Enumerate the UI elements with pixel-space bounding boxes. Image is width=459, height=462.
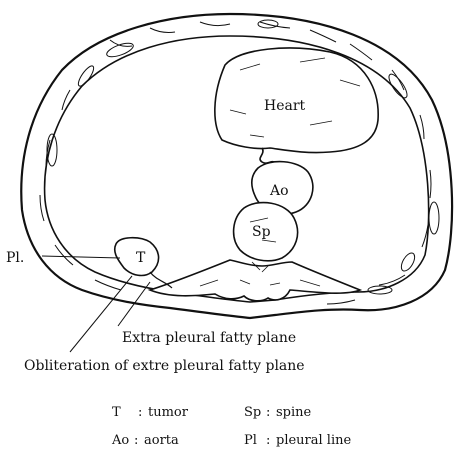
legend-text-aorta: aorta bbox=[144, 433, 179, 448]
legend-sep-pleural: : bbox=[266, 433, 270, 448]
legend-sep-tumor: : bbox=[138, 405, 142, 420]
legend-text-tumor: tumor bbox=[148, 405, 189, 420]
legend-text-pleural: pleural line bbox=[276, 433, 351, 448]
legend-text-spine: spine bbox=[276, 405, 312, 420]
legend-abbr-tumor: T bbox=[112, 405, 121, 420]
legend-sep-aorta: : bbox=[134, 433, 138, 448]
legend-abbr-spine: Sp bbox=[244, 405, 261, 420]
extra-pleural-annotation: Extra pleural fatty plane bbox=[122, 330, 296, 346]
obliteration-annotation: Obliteration of extre pleural fatty plan… bbox=[24, 358, 305, 374]
pleural-pointer-line bbox=[42, 256, 120, 258]
aorta-label: Ao bbox=[269, 183, 289, 199]
pleural-label: Pl. bbox=[6, 250, 24, 266]
legend-abbr-pleural: Pl bbox=[244, 433, 257, 448]
tumor-label: T bbox=[136, 250, 146, 266]
posterior-spine bbox=[150, 260, 360, 301]
spine-label: Sp bbox=[252, 224, 271, 240]
legend-sep-spine: : bbox=[266, 405, 270, 420]
heart-label: Heart bbox=[264, 98, 306, 114]
legend-abbr-aorta: Ao bbox=[111, 433, 129, 448]
legend: T : tumor Sp : spine Ao : aorta Pl : ple… bbox=[111, 405, 351, 448]
